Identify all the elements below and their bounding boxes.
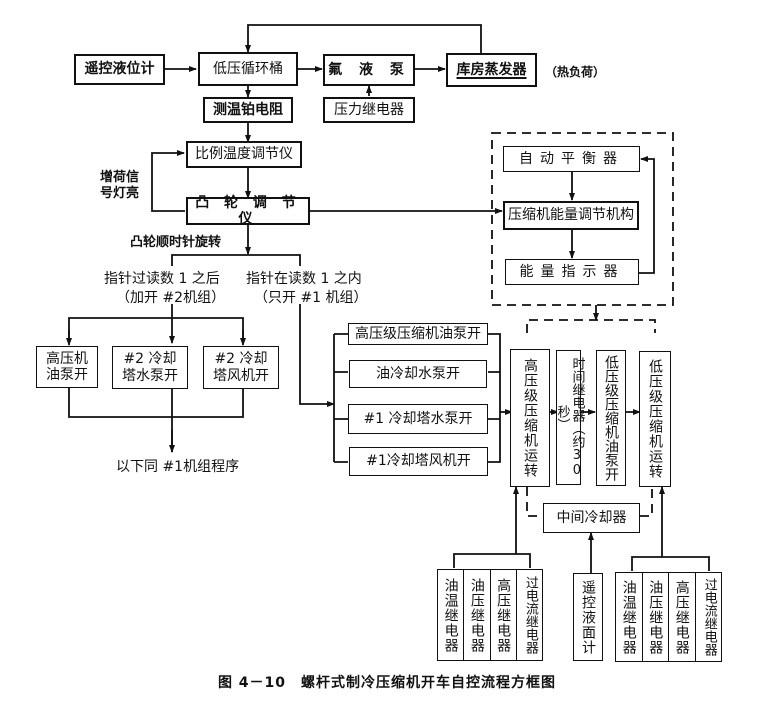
dashed-to-sequence bbox=[526, 319, 656, 333]
unit2-merge bbox=[68, 388, 244, 452]
heat-load-note: （热负荷） bbox=[545, 65, 606, 79]
capacity-mechanism-label: 压缩机能量调节机构 bbox=[508, 207, 634, 224]
within-reading-1-sub: （只开 #1 机组） bbox=[254, 290, 368, 306]
load-increase-signal-label: 增荷信 号灯亮 bbox=[100, 170, 140, 202]
indicator-feedback-line bbox=[639, 156, 655, 274]
platinum-rtd-label: 测温铂电阻 bbox=[213, 101, 283, 118]
auto-balancer-box: 自动平衡器 bbox=[503, 146, 640, 172]
lp-oil-pump-box: 低压级压缩机油泵开 bbox=[596, 350, 626, 486]
split-line bbox=[171, 254, 301, 266]
low-pressure-drum-box: 低压循环桶 bbox=[198, 52, 298, 86]
hp-stage-oil-pump-box: 高压级压缩机油泵开 bbox=[348, 323, 488, 345]
tower2-fan-label: #2 冷却 塔风机开 bbox=[213, 351, 269, 384]
right-protection-group: 油温继电器 油压继电器 高压继电器 过电流继电器 bbox=[615, 572, 722, 662]
proportional-controller-box: 比例温度调节仪 bbox=[186, 141, 302, 168]
auto-balancer-label: 自动平衡器 bbox=[519, 150, 624, 167]
right-oil-temp-relay: 油温继电器 bbox=[616, 573, 643, 661]
left-oil-pressure-relay: 油压继电器 bbox=[464, 570, 491, 660]
proportional-controller-label: 比例温度调节仪 bbox=[195, 146, 293, 163]
left-overcurrent-relay: 过电流继电器 bbox=[517, 570, 542, 660]
left-protection-group: 油温继电器 油压继电器 高压继电器 过电流继电器 bbox=[437, 569, 543, 661]
left-high-pressure-relay: 高压继电器 bbox=[491, 570, 517, 660]
left-oil-pressure-relay-label: 油压继电器 bbox=[468, 577, 485, 653]
after-reading-1-label: 指针过读数 1 之后 bbox=[104, 271, 220, 287]
unit1-left-bus bbox=[333, 333, 348, 463]
within-reading-1-label: 指针在读数 1 之内 bbox=[246, 271, 362, 287]
freon-pump-box: 氟 液 泵 bbox=[323, 54, 415, 86]
capacity-group-dashed-border bbox=[491, 132, 674, 306]
pressure-relay-label: 压力继电器 bbox=[334, 101, 404, 118]
left-oil-temp-relay-label: 油温继电器 bbox=[442, 577, 459, 653]
left-overcurrent-relay-label: 过电流继电器 bbox=[522, 576, 538, 654]
left-oil-temp-relay: 油温继电器 bbox=[438, 570, 465, 660]
lp-oil-pump-label: 低压级压缩机油泵开 bbox=[603, 355, 620, 481]
tower1-water-pump-label: #1 冷却塔水泵开 bbox=[363, 410, 473, 427]
after-reading-1-sub: （加开 #2机组） bbox=[116, 290, 226, 306]
lp-compressor-run-box: 低压级压缩机运转 bbox=[639, 351, 671, 487]
tower2-fan-box: #2 冷却 塔风机开 bbox=[203, 346, 279, 389]
right-high-pressure-relay-label: 高压继电器 bbox=[673, 579, 690, 655]
intercooler-box: 中间冷却器 bbox=[543, 503, 640, 533]
platinum-rtd-box: 测温铂电阻 bbox=[203, 97, 293, 123]
intercooler-dashed-left bbox=[526, 487, 544, 517]
right-oil-pressure-relay-label: 油压继电器 bbox=[647, 579, 664, 655]
lp-compressor-run-label: 低压级压缩机运转 bbox=[647, 359, 664, 479]
right-protection-bus bbox=[631, 556, 710, 571]
unit1-down bbox=[299, 304, 335, 407]
tower1-fan-label: #1冷却塔风机开 bbox=[366, 453, 471, 470]
cam-controller-label: 凸 轮 调 节 仪 bbox=[195, 194, 301, 227]
left-high-pressure-relay-label: 高压继电器 bbox=[495, 577, 512, 653]
hp-compressor-run-label: 高压级压缩机运转 bbox=[522, 358, 539, 478]
intercooler-dashed-right bbox=[640, 487, 653, 517]
unit2-fan-out bbox=[68, 317, 244, 343]
capacity-mechanism-box: 压缩机能量调节机构 bbox=[503, 201, 639, 230]
right-overcurrent-relay: 过电流继电器 bbox=[696, 573, 722, 661]
tower2-water-pump-box: #2 冷却 塔水泵开 bbox=[112, 346, 188, 389]
remote-level-meter-box: 遥控液面计 bbox=[573, 573, 603, 661]
right-overcurrent-relay-label: 过电流继电器 bbox=[701, 578, 717, 656]
hp-stage-oil-pump-label: 高压级压缩机油泵开 bbox=[355, 325, 481, 342]
cam-controller-box: 凸 轮 调 节 仪 bbox=[186, 194, 310, 227]
cold-room-evaporator-label: 库房蒸发器 bbox=[456, 61, 527, 78]
tower1-water-pump-box: #1 冷却塔水泵开 bbox=[348, 404, 488, 434]
remote-level-meter-label: 遥控液面计 bbox=[580, 579, 597, 655]
low-pressure-drum-label: 低压循环桶 bbox=[213, 60, 283, 77]
right-high-pressure-relay: 高压继电器 bbox=[669, 573, 696, 661]
oil-cooling-water-pump-box: 油冷却水泵开 bbox=[349, 360, 487, 388]
capacity-indicator-label: 能量指示器 bbox=[519, 263, 625, 280]
hp-oil-pump-label: 高压机 油泵开 bbox=[46, 350, 88, 383]
cold-room-evaporator-box: 库房蒸发器 bbox=[446, 53, 537, 87]
hp-oil-pump-box: 高压机 油泵开 bbox=[36, 346, 98, 388]
tower1-fan-box: #1冷却塔风机开 bbox=[349, 447, 488, 476]
time-relay-label: 时间继电器（约30秒） bbox=[554, 357, 585, 478]
oil-cooling-water-pump-label: 油冷却水泵开 bbox=[376, 365, 460, 382]
hp-compressor-run-box: 高压级压缩机运转 bbox=[510, 349, 550, 487]
tower2-water-pump-label: #2 冷却 塔水泵开 bbox=[122, 351, 178, 384]
cam-rotation-label: 凸轮顺时针旋转 bbox=[130, 235, 222, 250]
time-relay-box: 时间继电器（约30秒） bbox=[554, 350, 585, 485]
right-oil-temp-relay-label: 油温继电器 bbox=[620, 579, 637, 655]
intercooler-label: 中间冷却器 bbox=[556, 509, 627, 526]
freon-pump-label: 氟 液 泵 bbox=[328, 61, 410, 78]
figure-caption: 图 4－10 螺杆式制冷压缩机开车自控流程方框图 bbox=[217, 675, 557, 691]
pressure-relay-box: 压力继电器 bbox=[323, 97, 415, 123]
right-oil-pressure-relay: 油压继电器 bbox=[643, 573, 669, 661]
evaporator-return-line bbox=[245, 24, 482, 53]
capacity-indicator-box: 能量指示器 bbox=[505, 259, 639, 285]
left-protection-bus bbox=[453, 553, 531, 568]
remote-level-gauge-box: 遥控液位计 bbox=[74, 54, 165, 85]
unit1-right-bus bbox=[488, 333, 501, 463]
remote-level-gauge-label: 遥控液位计 bbox=[84, 61, 155, 78]
same-as-unit1-label: 以下同 #1机组程序 bbox=[116, 459, 240, 475]
load-signal-feedback-line bbox=[151, 150, 185, 212]
